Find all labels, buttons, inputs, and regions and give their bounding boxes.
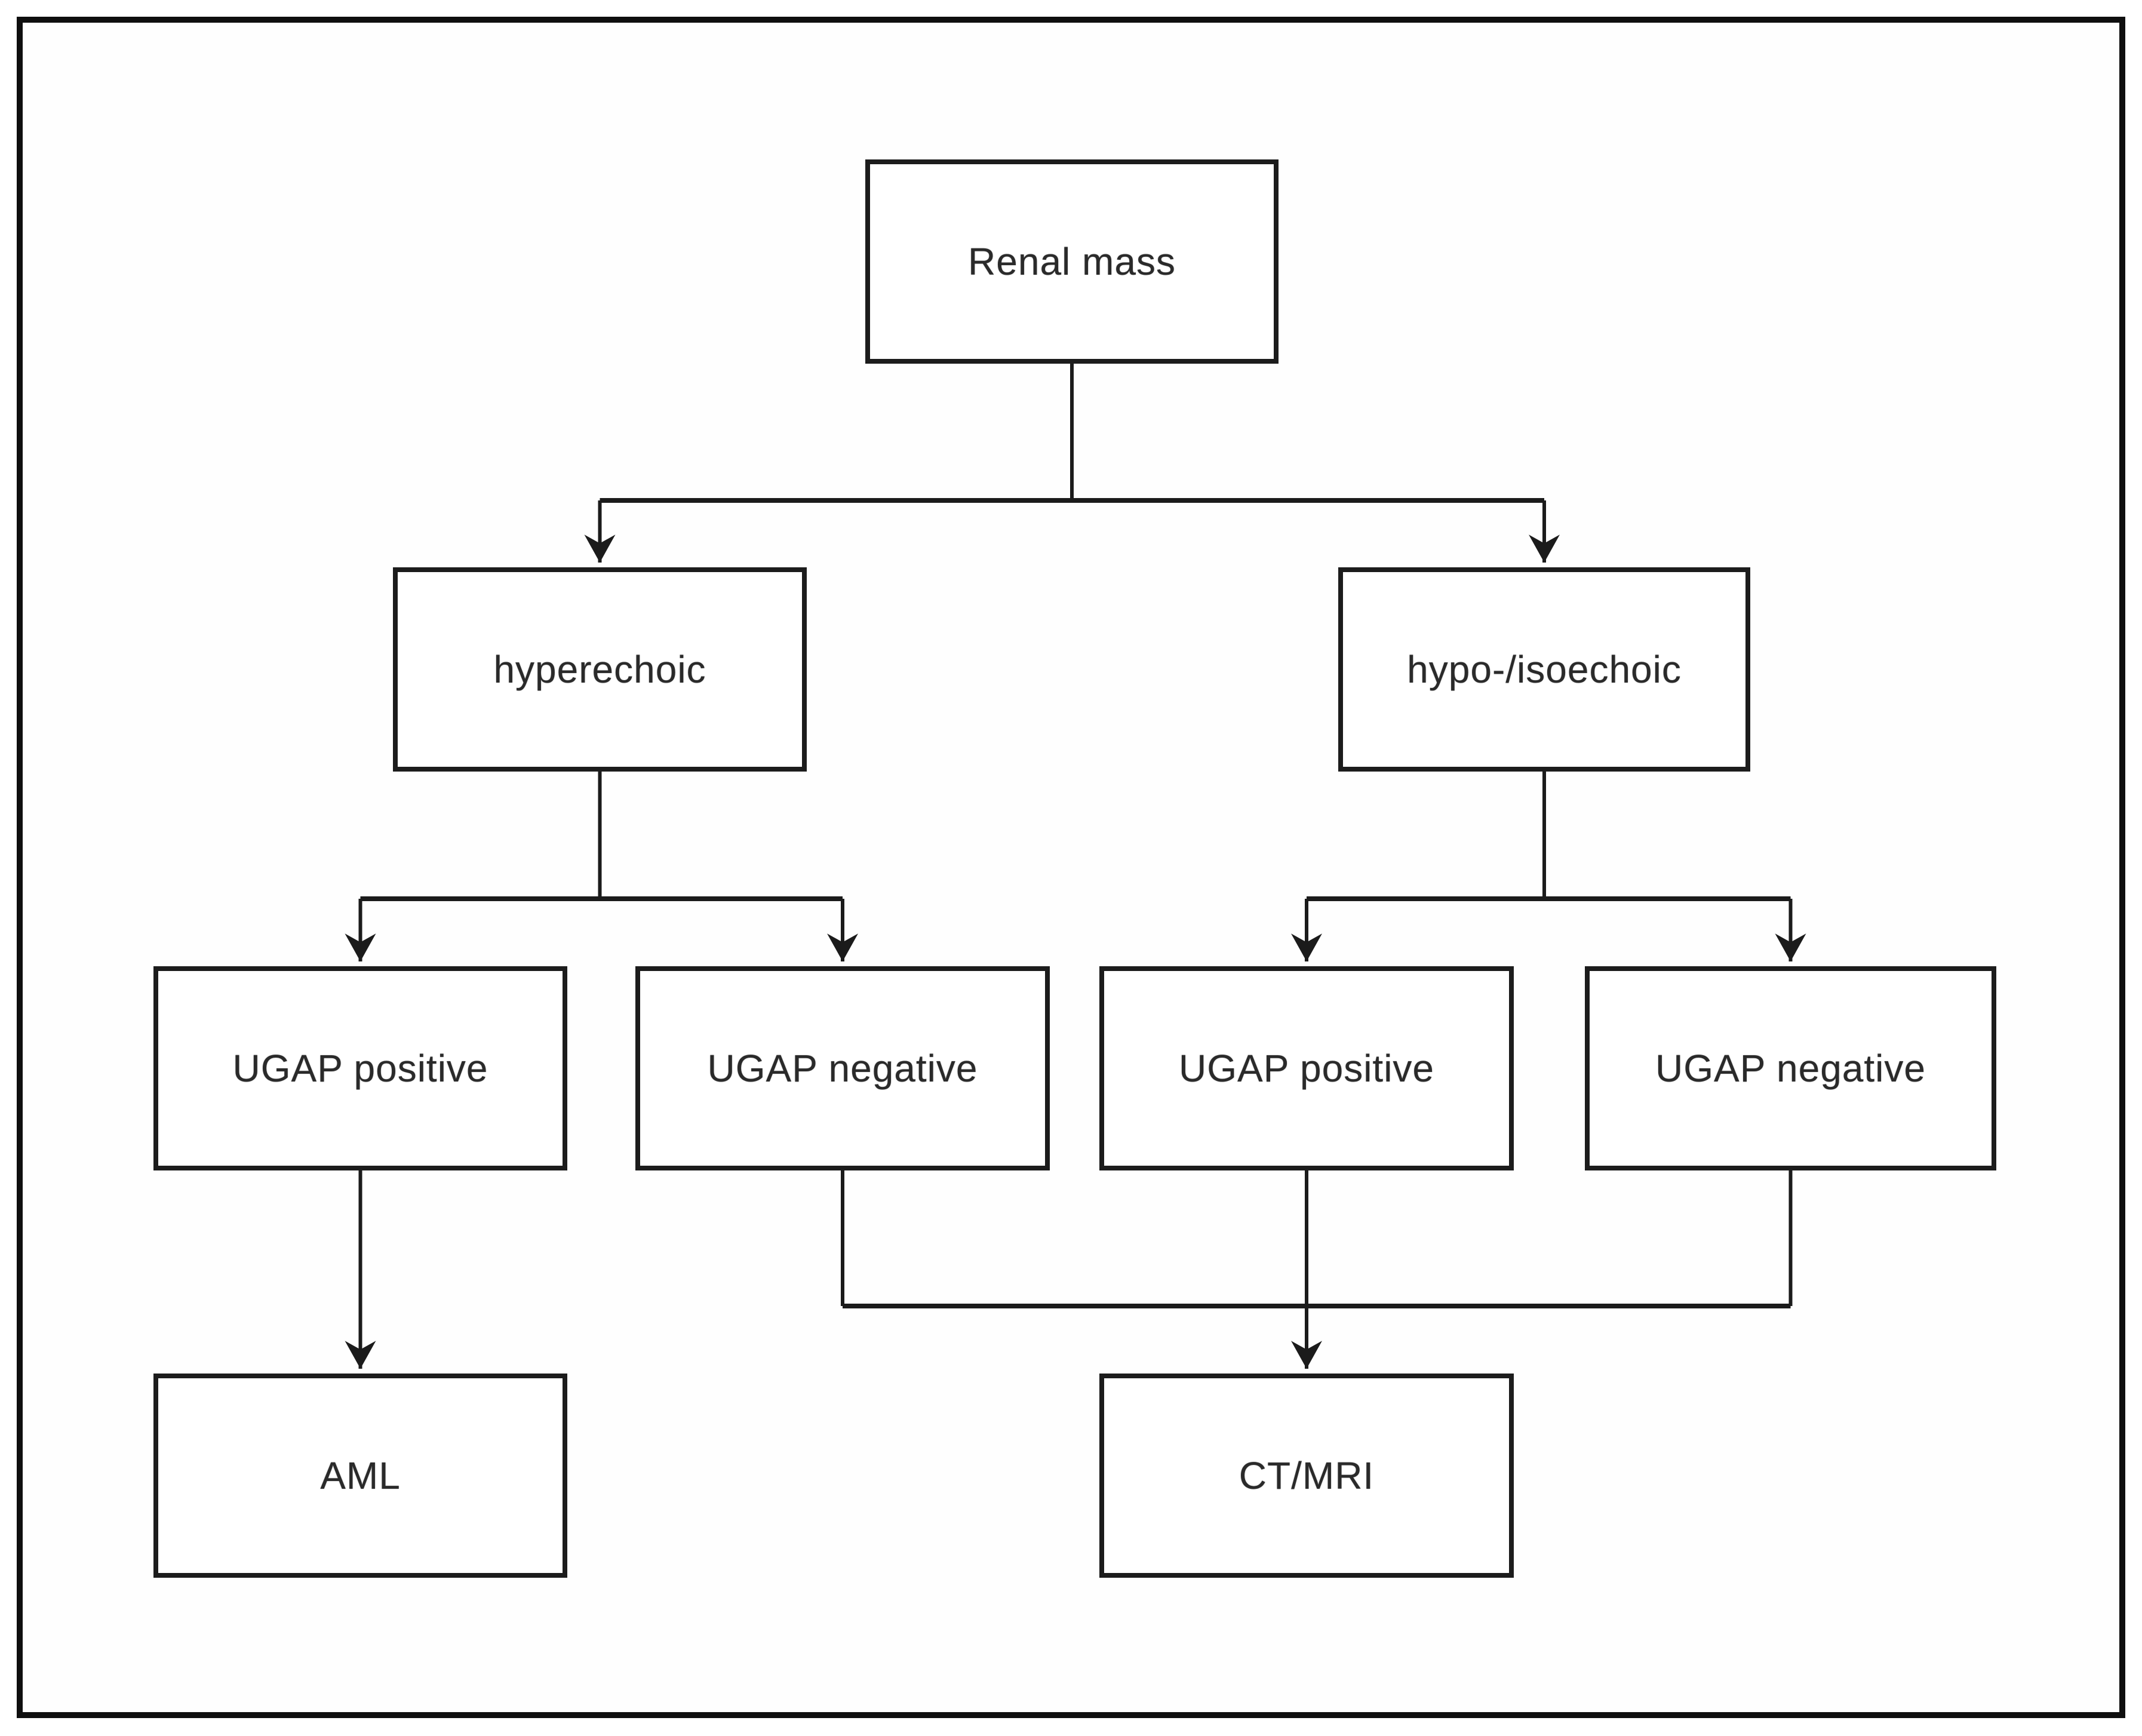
node-label: AML <box>320 1454 401 1497</box>
node-renal-mass: Renal mass <box>865 159 1279 364</box>
node-ugap-negative-left: UGAP negative <box>635 966 1050 1170</box>
node-label: UGAP positive <box>1179 1047 1434 1090</box>
node-hyperechoic: hyperechoic <box>393 567 807 772</box>
node-aml: AML <box>153 1374 567 1578</box>
node-label: Renal mass <box>968 240 1176 283</box>
node-ugap-positive-right: UGAP positive <box>1099 966 1514 1170</box>
node-label: UGAP positive <box>232 1047 488 1090</box>
node-label: CT/MRI <box>1239 1454 1375 1497</box>
node-hypo-isoechoic: hypo-/isoechoic <box>1338 567 1750 772</box>
node-ugap-negative-right: UGAP negative <box>1585 966 1996 1170</box>
node-ugap-positive-left: UGAP positive <box>153 966 567 1170</box>
node-label: UGAP negative <box>707 1047 978 1090</box>
node-ct-mri: CT/MRI <box>1099 1374 1514 1578</box>
node-label: UGAP negative <box>1655 1047 1926 1090</box>
node-label: hypo-/isoechoic <box>1407 648 1682 691</box>
node-label: hyperechoic <box>493 648 706 691</box>
